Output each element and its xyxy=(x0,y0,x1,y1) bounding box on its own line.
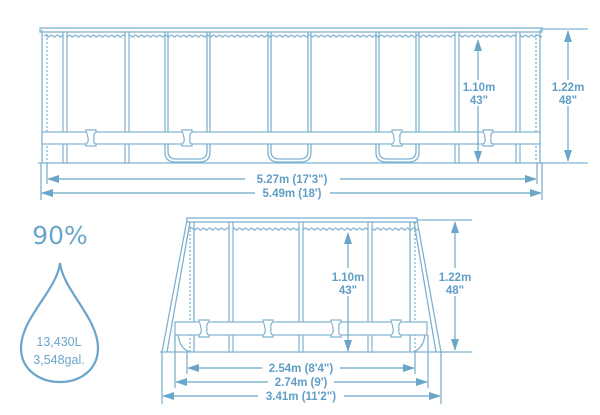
horizontal-beam xyxy=(174,321,428,336)
leg-span-label: 3.41m (11'2") xyxy=(266,391,336,403)
splay-leg xyxy=(416,219,442,353)
capacity-info: 90% 13,430L 3,548gal. xyxy=(19,221,100,384)
water-drop-icon xyxy=(19,262,100,384)
splay-leg xyxy=(166,221,191,353)
horizontal-beam xyxy=(41,131,541,145)
ladder-frame xyxy=(267,32,312,163)
splay-leg xyxy=(161,219,188,353)
bar-connector xyxy=(391,129,403,147)
top-rail xyxy=(186,217,418,223)
bar-connector xyxy=(390,319,402,338)
inner-length-label: 5.27m (17'3") xyxy=(257,174,328,186)
frame-leg xyxy=(62,31,68,164)
frame-leg xyxy=(515,31,521,164)
fill-level: 90% xyxy=(32,221,88,250)
wall-height-imperial: 48" xyxy=(559,95,577,107)
wall-height-imperial: 48" xyxy=(446,285,464,297)
outer-width-label: 2.74m (9') xyxy=(275,377,328,389)
bar-connector xyxy=(482,129,494,147)
ladder-frame xyxy=(270,32,309,160)
ladder-frame xyxy=(375,32,420,163)
water-depth-metric: 1.10m xyxy=(332,272,365,284)
frame-leg xyxy=(454,31,460,164)
pool-frame xyxy=(38,27,545,164)
frame-leg xyxy=(298,221,304,353)
wall-height-metric: 1.22m xyxy=(439,272,472,284)
bar-connector xyxy=(330,319,342,338)
water-line xyxy=(43,34,543,38)
inner-width-label: 2.54m (8'4") xyxy=(269,363,334,375)
volume-gallons: 3,548gal. xyxy=(33,353,84,367)
frame-leg xyxy=(228,221,234,353)
liner-curve xyxy=(412,334,426,353)
outer-length-label: 5.49m (18') xyxy=(263,188,322,200)
bar-connector xyxy=(198,319,210,338)
water-line xyxy=(189,227,419,231)
ladder-frame xyxy=(167,32,208,160)
side-view: 1.10m 43" 1.22m 48" 5.27m (17'3") 5.49m … xyxy=(38,27,588,200)
bar-connector xyxy=(85,129,97,147)
end-view: 1.10m 43" 1.22m 48" 2.54m (8'4") 2.74m (… xyxy=(160,217,472,404)
frame-leg xyxy=(367,221,373,353)
volume-liters: 13,430L xyxy=(36,335,81,349)
water-depth-imperial: 43" xyxy=(470,95,488,107)
ladder-frame xyxy=(164,32,211,163)
frame-leg xyxy=(124,31,130,164)
water-depth-metric: 1.10m xyxy=(463,82,496,94)
splay-leg xyxy=(413,221,437,353)
wall-height-metric: 1.22m xyxy=(552,82,585,94)
liner-curve xyxy=(177,334,191,353)
top-rail xyxy=(39,27,543,33)
bar-connector xyxy=(262,319,274,338)
water-depth-imperial: 43" xyxy=(339,285,357,297)
bar-connector xyxy=(181,129,193,147)
ladder-frame xyxy=(378,32,417,160)
pool-frame xyxy=(160,217,443,353)
